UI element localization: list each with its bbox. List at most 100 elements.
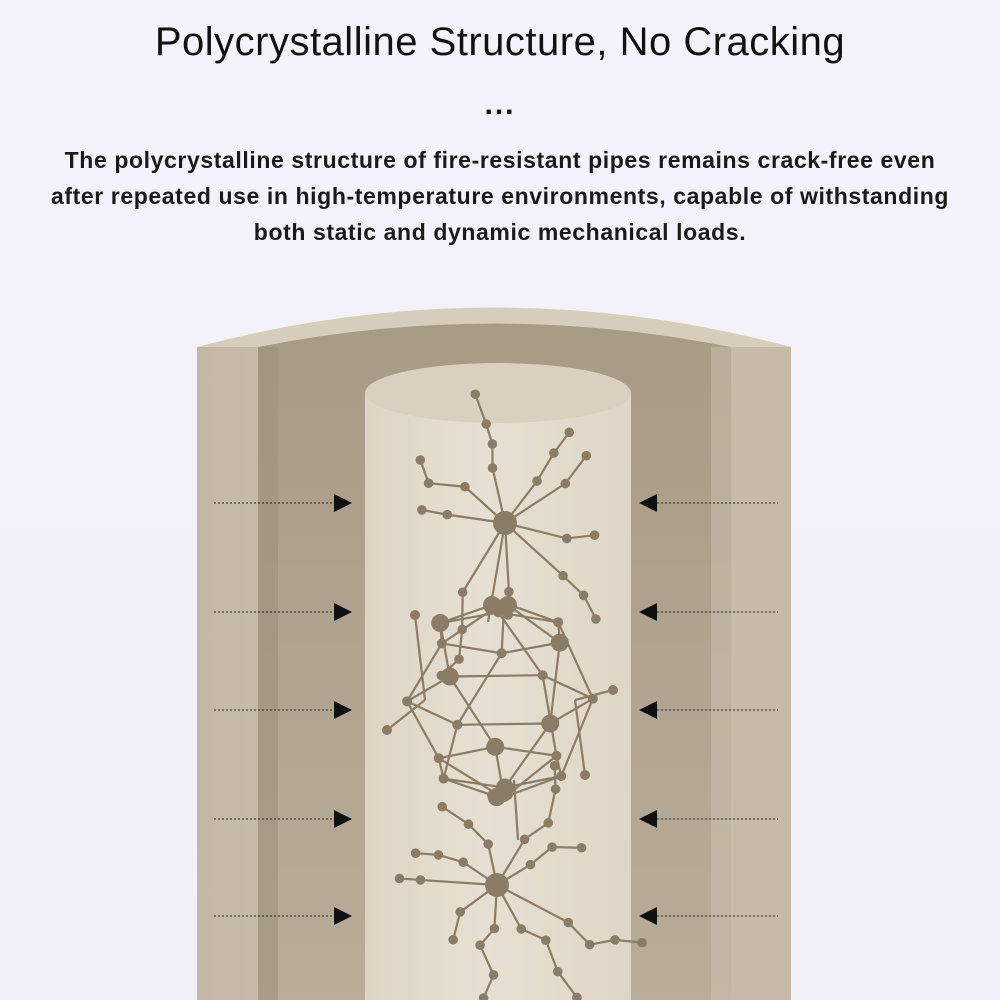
molecule-bond (507, 604, 561, 644)
molecule-bond (504, 522, 564, 577)
molecule-node-icon (541, 935, 551, 945)
molecule-node-icon (394, 873, 405, 884)
molecule-bond (457, 722, 551, 726)
molecule-bond (428, 482, 466, 488)
molecule-bond (547, 788, 557, 824)
pressure-arrow-icon (639, 810, 657, 828)
molecule-bond (496, 884, 569, 924)
molecule-node-icon (564, 427, 575, 438)
pressure-arrow-icon (639, 907, 657, 925)
molecule-node-icon (437, 801, 448, 812)
molecule-bond (512, 779, 520, 841)
description-line-2: after repeated use in high-temperature e… (50, 183, 950, 209)
molecule-node-icon (610, 935, 620, 945)
molecule-node-icon (410, 610, 420, 620)
molecule-bond (448, 675, 497, 748)
molecule-bond (413, 614, 427, 701)
pressure-arrow-icon (639, 701, 657, 719)
molecule-bond (501, 641, 560, 655)
molecule-node-icon (460, 481, 470, 492)
molecule-bond (495, 745, 557, 757)
molecule-node-icon (504, 586, 514, 597)
molecule-bond (574, 688, 614, 702)
molecule-node-icon (415, 455, 426, 465)
molecule-node-icon (543, 818, 554, 828)
pressure-arrow-icon (334, 494, 352, 512)
molecule-node-icon (581, 450, 592, 461)
molecule-node-icon (433, 753, 444, 764)
molecule-node-icon (438, 773, 449, 784)
molecule-node-icon (489, 923, 500, 934)
molecule-bond (479, 944, 495, 976)
molecule-node-icon (486, 737, 505, 756)
molecule-node-icon (537, 670, 548, 681)
molecule-bond (442, 724, 459, 779)
molecule-bond (542, 674, 594, 700)
molecule-bond (507, 754, 558, 796)
molecule-node-icon (382, 725, 392, 735)
molecule-network (382, 389, 647, 1000)
molecule-node-icon (455, 907, 466, 917)
molecule-node-icon (562, 533, 572, 544)
molecule-node-icon (525, 859, 536, 870)
description-line-1: The polycrystalline structure of fire-re… (64, 147, 936, 173)
molecule-bond (536, 452, 555, 482)
molecule-node-icon (549, 761, 560, 771)
molecule-node-icon (556, 771, 567, 782)
molecule-node-icon (475, 940, 485, 950)
molecule-bond (441, 805, 470, 826)
molecule-bond (449, 674, 543, 678)
molecule-node-icon (576, 842, 587, 853)
molecule-bond (498, 611, 559, 624)
molecule-node-icon (493, 607, 504, 618)
molecule-node-icon (558, 570, 568, 581)
molecule-node-icon (552, 966, 563, 977)
molecule-bond (564, 455, 588, 485)
molecule-node-icon (431, 614, 450, 633)
pressure-arrows (214, 494, 778, 925)
molecule-node-icon (470, 389, 481, 400)
title-ellipsis: ... (484, 88, 516, 121)
inner-rod (365, 363, 631, 1000)
pressure-arrow-icon (639, 603, 657, 621)
molecule-node-icon (553, 617, 564, 628)
molecule-node-icon (415, 875, 426, 885)
molecule-node-icon (436, 638, 447, 649)
molecule-node-icon (637, 937, 647, 948)
molecule-node-icon (410, 848, 421, 858)
molecule-node-icon (478, 993, 489, 1000)
molecule-node-icon (496, 648, 507, 659)
molecule-node-icon (580, 770, 590, 780)
molecule-node-icon (417, 505, 427, 515)
molecule-bond (386, 699, 426, 731)
molecule-bond (457, 629, 464, 660)
pressure-arrow-icon (334, 810, 352, 828)
molecule-node-icon (452, 719, 463, 730)
molecule-bond (456, 652, 503, 726)
pressure-arrow-icon (334, 907, 352, 925)
molecule-bond (503, 722, 552, 789)
molecule-bond (504, 482, 566, 524)
molecule-node-icon (487, 439, 498, 449)
molecule-bond (441, 606, 497, 645)
molecule-bond (556, 970, 578, 999)
molecule-node-icon (491, 597, 501, 608)
molecule-node-icon (483, 839, 494, 849)
molecule-node-icon (584, 939, 595, 950)
molecule-node-icon (402, 696, 413, 707)
pressure-arrow-icon (334, 701, 352, 719)
molecule-bond (497, 611, 544, 676)
molecule-node-icon (499, 597, 509, 608)
molecule-bond (438, 757, 496, 794)
molecule-node-icon (463, 819, 474, 830)
molecule-bond (439, 622, 451, 677)
molecule-node-icon (578, 590, 589, 601)
molecule-bond (500, 607, 506, 654)
page-title: Polycrystalline Structure, No Cracking (154, 20, 846, 64)
molecule-bond (544, 939, 559, 973)
molecule-node-icon (608, 685, 618, 695)
molecule-bond (439, 603, 493, 625)
description-text: The polycrystalline structure of fire-re… (0, 142, 1000, 250)
